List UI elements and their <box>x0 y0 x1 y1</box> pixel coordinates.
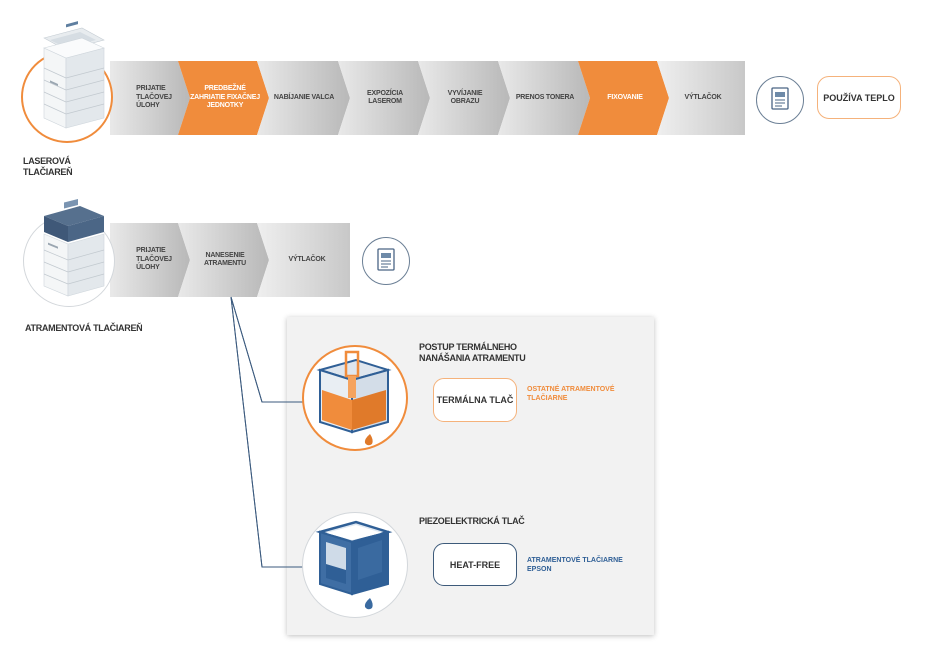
laser-step-4-label: EXPOZÍCIA LASEROM <box>350 61 420 135</box>
laser-step-1-label: PRIJATIE TLAČOVEJ ÚLOHY <box>126 61 182 135</box>
inkjet-step-3-shape <box>257 223 350 297</box>
laser-step-8-line1: VÝTLAČOK <box>684 93 722 101</box>
laser-step-7-label: FIXOVANIE <box>590 61 660 135</box>
laser-step-3-label: NABÍJANIE VALCA <box>269 61 339 135</box>
inkjet-step-2-line2: ATRAMENTU <box>203 260 246 267</box>
thermal-title-line2: NANÁŠANIA ATRAMENTU <box>419 353 526 363</box>
inkjet-step-1-shape <box>110 223 190 297</box>
inkjet-printer-icon <box>43 199 105 297</box>
inkjet-step-1-line3: ÚLOHY <box>136 264 160 272</box>
thermal-note: OSTATNÉ ATRAMENTOVÉ TLAČIARNE <box>527 385 615 403</box>
inkjet-process-chevrons <box>110 223 350 297</box>
laser-step-7-shape <box>578 61 669 135</box>
inkjet-step-3-label: VÝTLAČOK <box>272 223 342 297</box>
thermal-title-line1: POSTUP TERMÁLNEHO <box>419 342 517 352</box>
laser-step-5-line1: VYVÍJANIE <box>447 89 483 97</box>
piezo-title-text: PIEZOELEKTRICKÁ TLAČ <box>419 516 525 526</box>
piezo-title: PIEZOELEKTRICKÁ TLAČ <box>419 516 525 527</box>
inkjet-step-2-shape <box>178 223 269 297</box>
laser-step-5-line2: OBRAZU <box>450 98 480 105</box>
heat-free-badge: HEAT-FREE <box>433 543 517 586</box>
piezo-head-icon <box>315 520 393 610</box>
laser-step-8-shape <box>657 61 745 135</box>
inkjet-printer-caption: ATRAMENTOVÁ TLAČIAREŇ <box>25 323 143 334</box>
laser-step-1-line3: ÚLOHY <box>136 102 160 110</box>
laser-step-4-shape <box>338 61 430 135</box>
laser-step-6-shape <box>498 61 590 135</box>
laser-step-3-line1: NABÍJANIE VALCA <box>273 93 335 101</box>
laser-caption-line1: LASEROVÁ <box>23 156 71 166</box>
uses-heat-label: POUŽÍVA TEPLO <box>823 92 895 103</box>
laser-printer-caption: LASEROVÁ TLAČIAREŇ <box>23 156 73 178</box>
laser-step-4-line1: EXPOZÍCIA <box>367 89 403 97</box>
thermal-note-line1: OSTATNÉ ATRAMENTOVÉ <box>527 386 615 393</box>
inkjet-step-3-line1: VÝTLAČOK <box>288 255 326 263</box>
laser-step-8-label: VÝTLAČOK <box>670 61 736 135</box>
laser-step-2-line1: PREDBEŽNÉ <box>204 85 246 93</box>
laser-step-7-line1: FIXOVANIE <box>607 93 643 101</box>
document-icon <box>376 247 395 271</box>
thermal-title: POSTUP TERMÁLNEHO NANÁŠANIA ATRAMENTU <box>419 342 526 364</box>
thermal-print-badge: TERMÁLNA TLAČ <box>433 378 517 422</box>
inkjet-step-1-line2: TLAČOVEJ <box>136 255 172 263</box>
piezo-note-line2: EPSON <box>527 566 552 573</box>
laser-step-1-shape <box>110 61 190 135</box>
heat-free-label: HEAT-FREE <box>449 559 501 570</box>
laser-step-5-label: VYVÍJANIE OBRAZU <box>430 61 500 135</box>
laser-printer-icon <box>43 21 105 129</box>
thermal-head-icon <box>316 350 392 446</box>
laser-caption-line2: TLAČIAREŇ <box>23 167 73 177</box>
piezo-note-line1: ATRAMENTOVÉ TLAČIARNE <box>527 557 623 564</box>
inkjet-step-1-line1: PRIJATIE <box>136 247 166 255</box>
laser-step-1-line1: PRIJATIE <box>136 85 166 93</box>
uses-heat-badge: POUŽÍVA TEPLO <box>817 76 901 119</box>
laser-step-4-line2: LASEROM <box>368 98 402 105</box>
laser-step-2-shape <box>178 61 269 135</box>
thermal-note-line2: TLAČIARNE <box>527 395 568 402</box>
laser-step-2-line3: JEDNOTKY <box>206 102 244 110</box>
ink-drop-icon <box>364 598 373 610</box>
thermal-print-label: TERMÁLNA TLAČ <box>436 395 514 405</box>
laser-step-2-label: PREDBEŽNÉ ZAHRIATIE FIXAČNEJ JEDNOTKY <box>190 61 260 135</box>
laser-step-6-label: PRENOS TONERA <box>510 61 580 135</box>
inkjet-step-1-label: PRIJATIE TLAČOVEJ ÚLOHY <box>126 223 182 297</box>
ink-drop-icon <box>364 434 373 446</box>
laser-step-6-line1: PRENOS TONERA <box>515 93 575 101</box>
piezo-note: ATRAMENTOVÉ TLAČIARNE EPSON <box>527 556 623 574</box>
inkjet-step-2-label: NANESENIE ATRAMENTU <box>190 223 260 297</box>
laser-output-document-circle <box>756 76 804 124</box>
laser-process-chevrons <box>110 61 745 135</box>
laser-step-1-line2: TLAČOVEJ <box>136 93 172 101</box>
laser-step-2-line2: ZAHRIATIE FIXAČNEJ <box>190 93 260 101</box>
inkjet-step-2-line1: NANESENIE <box>205 251 245 259</box>
document-icon <box>770 86 789 110</box>
laser-step-3-shape <box>257 61 350 135</box>
laser-step-5-shape <box>418 61 510 135</box>
inkjet-caption-text: ATRAMENTOVÁ TLAČIAREŇ <box>25 323 143 333</box>
inkjet-output-document-circle <box>362 237 410 285</box>
